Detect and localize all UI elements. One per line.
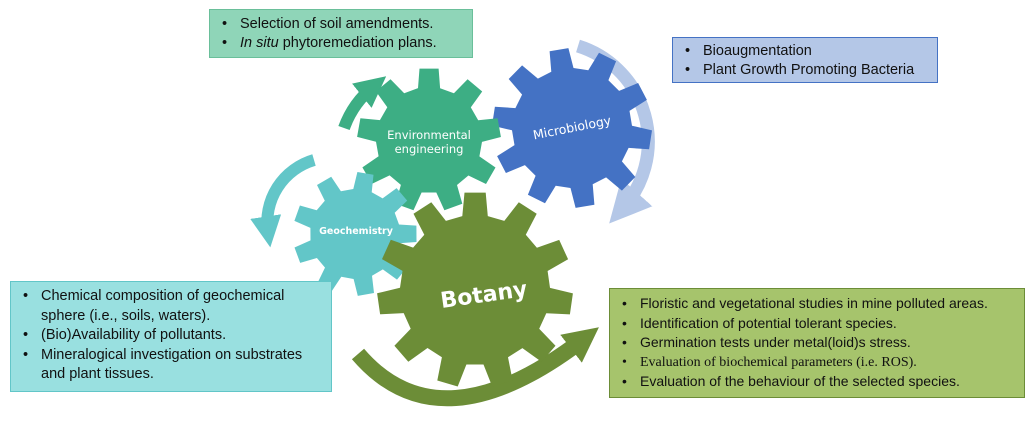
environmental-item-emphasis: In situ — [240, 35, 279, 51]
botany-item: Floristic and vegetational studies in mi… — [618, 294, 1016, 314]
microbiology-info-box: Bioaugmentation Plant Growth Promoting B… — [672, 37, 938, 83]
environmental-engineering-label: Environmental engineering — [374, 128, 484, 157]
environmental-item-text: Selection of soil amendments. — [240, 16, 434, 32]
environmental-info-box: Selection of soil amendments. In situ ph… — [209, 9, 473, 58]
geochemistry-item: (Bio)Availability of pollutants. — [19, 326, 323, 346]
geochemistry-info-box: Chemical composition of geochemical sphe… — [10, 281, 332, 392]
botany-info-box: Floristic and vegetational studies in mi… — [609, 288, 1025, 398]
botany-cycle-arrow — [351, 327, 599, 407]
microbiology-item: Plant Growth Promoting Bacteria — [681, 61, 929, 80]
geochemistry-item: Mineralogical investigation on substrate… — [19, 346, 323, 385]
environmental-item: In situ phytoremediation plans. — [218, 34, 464, 53]
environmental-engineering-gear — [357, 68, 501, 211]
microbiology-gear — [492, 48, 652, 208]
geochemistry-gear — [294, 172, 417, 296]
botany-item: Evaluation of the behaviour of the selec… — [618, 372, 1016, 392]
environmental-item-text: phytoremediation plans. — [278, 35, 437, 51]
geochemistry-item: Chemical composition of geochemical sphe… — [19, 287, 323, 326]
environmental-label-line2: engineering — [394, 142, 464, 157]
geochemistry-cycle-arrow — [250, 154, 316, 248]
botany-item: Identification of potential tolerant spe… — [618, 314, 1016, 334]
botany-item: Germination tests under metal(loid)s str… — [618, 333, 1016, 353]
microbiology-item: Bioaugmentation — [681, 42, 929, 61]
environmental-label-line1: Environmental — [387, 128, 471, 142]
botany-item: Evaluation of biochemical parameters (i.… — [618, 353, 1016, 373]
environmental-cycle-arrow — [338, 76, 387, 131]
botany-gear — [377, 192, 573, 387]
environmental-item: Selection of soil amendments. — [218, 15, 464, 34]
geochemistry-label: Geochemistry — [319, 226, 393, 237]
